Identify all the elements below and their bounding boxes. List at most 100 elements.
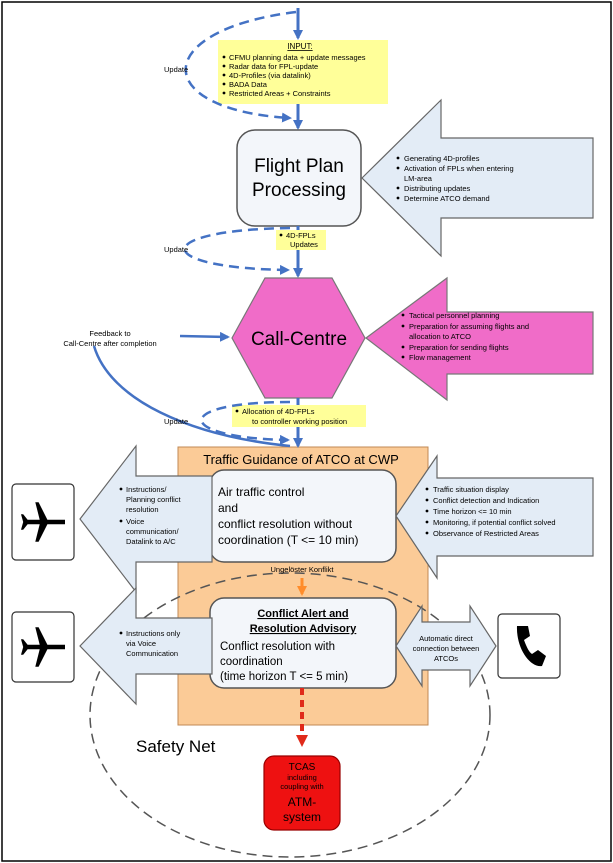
feedback-line2: Call-Centre after completion xyxy=(63,339,156,348)
conflict-line: coordination xyxy=(220,656,283,668)
bullet xyxy=(222,64,226,68)
cwp-right-task: Monitoring, if potential conflict solved xyxy=(433,518,556,527)
update-loop-3 xyxy=(200,400,291,445)
cwp-left-line: communication/ xyxy=(126,527,179,536)
call-centre-label: Call-Centre xyxy=(251,329,347,350)
flight-plan-box xyxy=(236,129,362,227)
update-label-2: Update xyxy=(164,245,188,254)
atc-line: conflict resolution without xyxy=(218,517,353,531)
input-item: BADA Data xyxy=(229,80,268,89)
update-label-1: Update xyxy=(164,65,188,74)
fpl-updates-line2: Updates xyxy=(290,240,318,249)
bullet xyxy=(396,186,400,190)
fpp-task: LM-area xyxy=(404,174,433,183)
bullet xyxy=(425,487,429,491)
update-label-3: Update xyxy=(164,417,188,426)
atc-line: coordination (T <= 10 min) xyxy=(218,533,359,547)
call-centre-task: allocation to ATCO xyxy=(409,332,471,341)
conflict-left-line: Instructions only xyxy=(126,629,180,638)
cwp-right-list: Traffic situation display Conflict detec… xyxy=(425,485,556,538)
cwp-left-list: Instructions/ Planning conflict resoluti… xyxy=(119,485,182,546)
bullet xyxy=(401,345,405,349)
cwp-right-arrow xyxy=(395,454,594,580)
tcas-line: including xyxy=(287,773,317,782)
unresolved-conflict-label: Ungelöster Konflikt xyxy=(271,565,335,574)
cwp-right-task: Traffic situation display xyxy=(433,485,509,494)
bullet xyxy=(222,55,226,59)
bullet xyxy=(425,498,429,502)
airplane-shape xyxy=(20,502,66,542)
airplane-icon xyxy=(11,611,75,683)
cwp-right-task: Observance of Restricted Areas xyxy=(433,529,539,538)
cwp-title: Traffic Guidance of ATCO at CWP xyxy=(203,452,399,467)
tcas-box xyxy=(263,755,341,831)
bullet xyxy=(279,233,283,237)
atc-line: and xyxy=(218,501,238,515)
fpp-task: Distributing updates xyxy=(404,184,471,193)
bullet xyxy=(396,166,400,170)
cwp-left-line: Voice xyxy=(126,517,144,526)
bullet xyxy=(222,73,226,77)
safety-net-label: Safety Net xyxy=(136,737,216,756)
conflict-title-line1: Conflict Alert and xyxy=(257,608,348,620)
cwp-left-line: Datalink to A/C xyxy=(126,537,176,546)
bullet xyxy=(119,631,123,635)
feedback-curve xyxy=(92,345,291,448)
call-centre-task: Flow management xyxy=(409,353,472,362)
cwp-left-arrow xyxy=(79,444,213,594)
atco-connection-line: ATCOs xyxy=(434,654,458,663)
bullet xyxy=(396,156,400,160)
input-title: INPUT: xyxy=(287,42,312,51)
fpp-task-arrow xyxy=(361,98,594,258)
cwp-left-line: Planning conflict xyxy=(126,495,182,504)
cwp-left-line: Instructions/ xyxy=(126,485,167,494)
allocation-line1: Allocation of 4D-FPLs xyxy=(242,407,315,416)
tcas-title: TCAS xyxy=(289,762,316,773)
allocation-box xyxy=(232,405,366,427)
flight-plan-title-line2: Processing xyxy=(252,180,346,201)
telephone-icon-frame xyxy=(497,613,561,679)
bullet xyxy=(401,324,405,328)
conflict-left-arrow xyxy=(79,586,213,706)
atco-connection-line: connection between xyxy=(413,644,480,653)
feedback-arrow-in xyxy=(179,331,230,342)
atco-connection-arrow xyxy=(395,603,497,689)
bullet xyxy=(396,196,400,200)
call-centre-task: Preparation for sending flights xyxy=(409,343,509,352)
telephone-icon xyxy=(497,613,561,679)
bullet xyxy=(119,487,123,491)
fpl-updates-line1: 4D-FPLs xyxy=(286,231,316,240)
bullet xyxy=(119,519,123,523)
bullet xyxy=(222,82,226,86)
feedback-line1: Feedback to xyxy=(89,329,130,338)
input-item: Radar data for FPL-update xyxy=(229,62,318,71)
cwp-left-line: resolution xyxy=(126,505,159,514)
conflict-left-line: via Voice xyxy=(126,639,156,648)
tcas-atm-line1: ATM- xyxy=(288,795,316,809)
bullet xyxy=(235,409,239,413)
input-list: CFMU planning data + update messages Rad… xyxy=(222,53,366,98)
airplane-icon xyxy=(11,483,75,561)
input-item: 4D-Profiles (via datalink) xyxy=(229,71,311,80)
fpl-updates-box xyxy=(276,230,326,250)
fpp-task: Activation of FPLs when entering xyxy=(404,164,514,173)
cwp-right-task: Time horizon <= 10 min xyxy=(433,507,512,516)
conflict-title-line2: Resolution Advisory xyxy=(250,623,357,635)
call-centre-task-arrow xyxy=(365,276,594,402)
atco-connection-line: Automatic direct xyxy=(419,634,474,643)
tcas-line: coupling with xyxy=(280,782,323,791)
bullet xyxy=(222,91,226,95)
bullet xyxy=(425,509,429,513)
tcas-atm-line2: system xyxy=(283,810,321,824)
atc-line: Air traffic control xyxy=(218,485,304,499)
fpp-task-list: Generating 4D-profiles Activation of FPL… xyxy=(396,154,514,203)
cwp-right-task: Conflict detection and Indication xyxy=(433,496,539,505)
fpp-task: Determine ATCO demand xyxy=(404,194,490,203)
call-centre-task: Tactical personnel planning xyxy=(409,311,499,320)
update-loop-1 xyxy=(184,10,297,123)
call-centre-task-list: Tactical personnel planning Preparation … xyxy=(401,311,529,362)
conflict-line: (time horizon T <= 5 min) xyxy=(220,671,348,683)
telephone-handset xyxy=(516,626,546,667)
conflict-line: Conflict resolution with xyxy=(220,641,335,653)
